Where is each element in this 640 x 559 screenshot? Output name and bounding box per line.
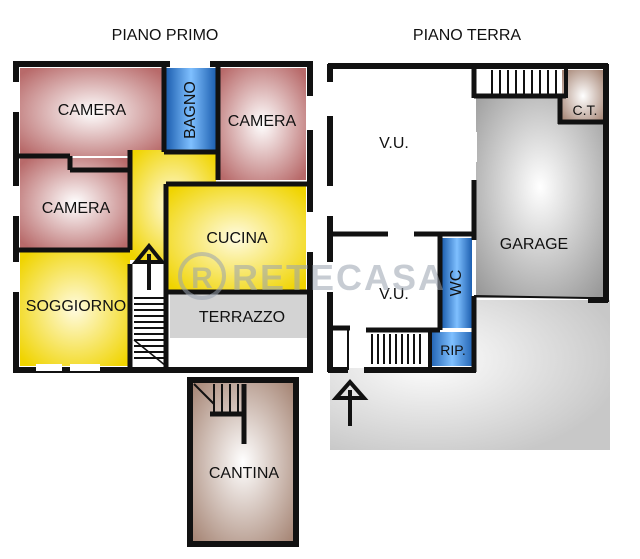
ground-floor-title: PIANO TERRA [413,27,522,44]
entry-arrow-ground-floor [331,378,369,426]
svg-text:R: R [191,262,213,295]
ground-floor-plan: V.U. V.U. WC RIP. GARAGE C.T. [327,63,610,450]
camera-top-right-label: CAMERA [228,113,297,130]
vu-upper-label: V.U. [379,135,409,152]
soggiorno-label: SOGGIORNO [26,298,126,315]
garage-room [476,96,604,298]
stairs-cantina [193,383,247,444]
first-floor-windows [13,61,313,371]
wc-label: WC [448,270,465,297]
stairs-first-floor [133,297,167,367]
first-floor-plan: CAMERA CAMERA CAMERA BAGNO CUCINA SOGGIO… [13,61,313,373]
rip-room [430,332,474,366]
ground-floor-windows [327,82,477,292]
watermark-logo: R [178,252,226,300]
stairs-garage [491,70,557,94]
cantina-plan: CANTINA [187,377,299,547]
cucina-room [166,186,306,290]
watermark-text: RETECASA [232,257,446,298]
stairs-ground-floor [371,334,421,364]
garage-label: GARAGE [500,236,568,253]
ct-room [562,70,604,122]
ground-floor-walls [327,63,609,373]
camera-top-right-room [218,68,306,180]
rip-label: RIP. [440,342,465,358]
camera-mid-left-room [20,158,130,248]
cucina-label: CUCINA [206,230,268,247]
entry-arrow-first-floor [131,242,167,290]
wc-room [442,238,472,328]
vu-lower-label: V.U. [379,286,409,303]
bagno-label: BAGNO [182,81,199,139]
camera-mid-left-label: CAMERA [42,200,111,217]
bagno-room [166,68,216,152]
camera-top-left-room [20,68,164,156]
soggiorno-room [20,252,130,366]
first-floor-title: PIANO PRIMO [112,27,219,44]
camera-top-left-label: CAMERA [58,102,127,119]
cantina-label: CANTINA [209,465,280,482]
ct-label: C.T. [573,102,598,118]
terrazzo-label: TERRAZZO [199,309,285,326]
